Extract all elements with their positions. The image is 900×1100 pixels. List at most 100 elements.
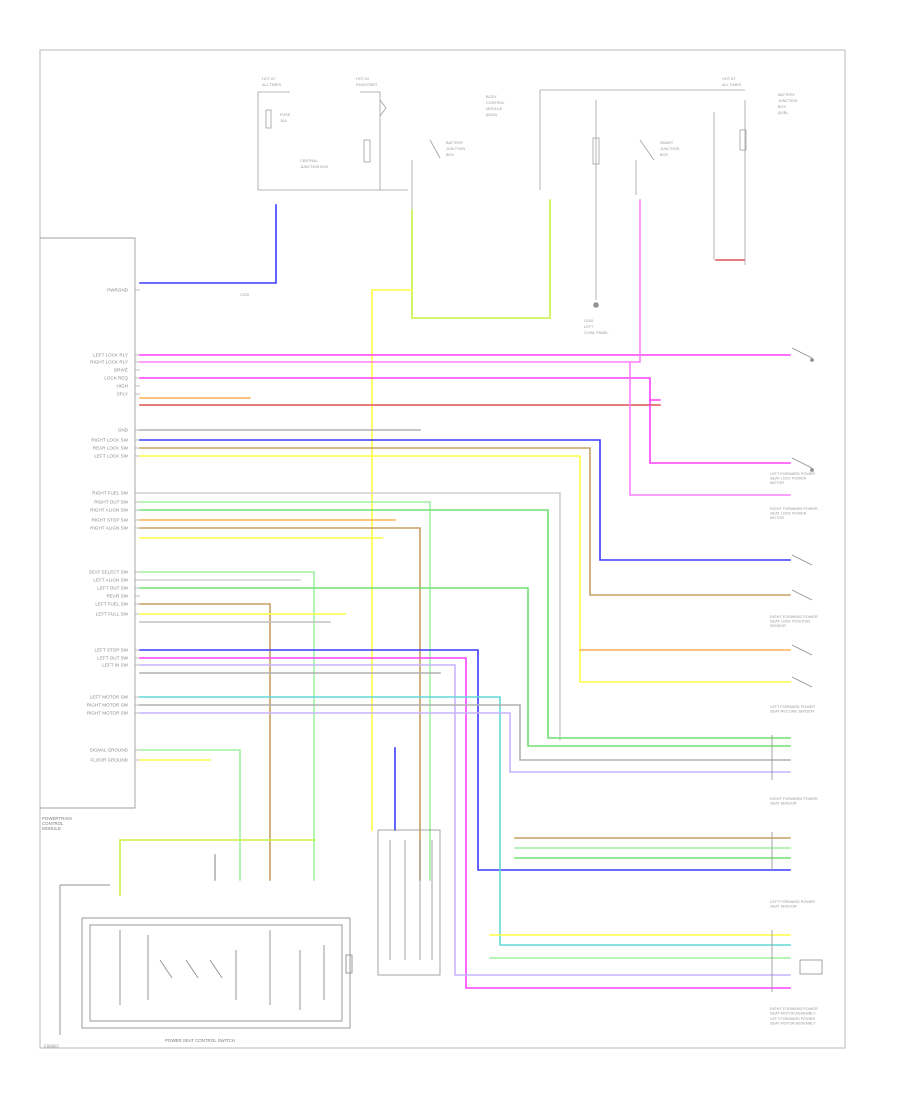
wire-blue-2 bbox=[139, 439, 791, 561]
wire-magenta-4 bbox=[139, 657, 791, 989]
pcm-pin-label: LEFT MOTOR SW bbox=[90, 695, 129, 700]
wire-light-green-1 bbox=[139, 501, 431, 881]
pcm-pin-label: LEFT IN SW bbox=[102, 663, 128, 668]
pcm-pin-label: RIGHT ALIGN SW bbox=[90, 508, 128, 513]
power-seat-control-switch bbox=[59, 884, 353, 1035]
svg-text:BATTERY: BATTERY bbox=[778, 93, 796, 97]
svg-text:JUNCTION: JUNCTION bbox=[660, 147, 679, 151]
svg-text:COWL PANEL: COWL PANEL bbox=[584, 331, 608, 335]
svg-text:ALL TIMES: ALL TIMES bbox=[722, 83, 742, 87]
wire-green-1 bbox=[139, 509, 791, 739]
pcm-pin-label: LOCK REQ bbox=[104, 376, 128, 381]
svg-text:JUNCTION: JUNCTION bbox=[778, 99, 797, 103]
wire-magenta-2 bbox=[139, 377, 661, 401]
wire-blue-ground bbox=[139, 204, 277, 284]
pcm-pin-label: LEFT OUT SW bbox=[97, 656, 128, 661]
svg-text:C220: C220 bbox=[240, 293, 249, 297]
pcm-pin-label: GND bbox=[118, 428, 129, 433]
pcm-pin-label: DRIVE bbox=[114, 368, 128, 373]
pcm-pin-label: RIGHT MOTOR SW bbox=[87, 711, 129, 716]
svg-text:HOT AT: HOT AT bbox=[722, 77, 736, 81]
corner-code: E00001 bbox=[44, 1044, 60, 1049]
pcm-pin-labels: PWRGND LEFT LOCK RLY RIGHT LOCK RLY DRIVE LO… bbox=[87, 288, 140, 763]
wire-tan-2 bbox=[139, 527, 421, 881]
svg-text:MODULE: MODULE bbox=[486, 107, 503, 111]
svg-text:BOX: BOX bbox=[660, 153, 668, 157]
svg-text:JUNCTION BOX: JUNCTION BOX bbox=[300, 165, 329, 169]
wire-gray-2 bbox=[139, 492, 561, 741]
wire-tan-1 bbox=[139, 447, 791, 596]
wire-yellow-green-2 bbox=[119, 839, 316, 896]
pcm-pin-label: REAR LOCK SW bbox=[93, 446, 129, 451]
wire-pink-1 bbox=[139, 199, 641, 363]
svg-text:G200: G200 bbox=[584, 319, 593, 323]
wires bbox=[119, 199, 791, 989]
pcm-pin-label: LEFT STOP SW bbox=[95, 648, 129, 653]
pcm-pin-label: LEFT LOCK RLY bbox=[93, 353, 128, 358]
pcm-pin-label: RIGHT ALIGN SW bbox=[90, 526, 128, 531]
svg-text:BOX: BOX bbox=[446, 153, 454, 157]
svg-text:LEFT: LEFT bbox=[584, 325, 594, 329]
seat-memory-connector bbox=[377, 829, 441, 976]
wire-lavender-2 bbox=[139, 712, 791, 773]
wire-yellow-4 bbox=[139, 455, 791, 683]
pcm-pin-label: FLOOR GROUND bbox=[90, 758, 128, 763]
svg-text:BATTERY: BATTERY bbox=[446, 141, 464, 145]
svg-text:FUSE: FUSE bbox=[280, 113, 291, 117]
pcm-pin-label: RIGHT OUT SW bbox=[94, 500, 128, 505]
svg-text:RUN/START: RUN/START bbox=[356, 83, 378, 87]
pcm-pin-label: SEAT SELECT SW bbox=[89, 570, 129, 575]
pcm-pin-label: LEFT OUT SW bbox=[97, 586, 128, 591]
diagram-border bbox=[39, 49, 846, 1049]
wire-gray-6 bbox=[139, 704, 791, 761]
switch-title: POWER SEAT CONTROL SWITCH bbox=[165, 1038, 235, 1043]
svg-text:ALL TIMES: ALL TIMES bbox=[262, 83, 282, 87]
wire-green-2 bbox=[139, 571, 315, 881]
pcm-pin-label: RIGHT LOCK SW bbox=[91, 438, 128, 443]
svg-text:JUNCTION: JUNCTION bbox=[446, 147, 465, 151]
pcm-pin-label: LEFT LOCK SW bbox=[94, 454, 128, 459]
pcm-pin-label: RIGHT STOP SW bbox=[91, 518, 128, 523]
svg-text:BOX: BOX bbox=[778, 105, 786, 109]
right-components bbox=[771, 347, 823, 992]
svg-text:(BCM): (BCM) bbox=[486, 113, 498, 117]
pcm-pin-label: LEFT FULL SW bbox=[96, 612, 129, 617]
pcm-pin-label: LEFT ALIGN SW bbox=[93, 578, 128, 583]
pcm-pin-label: RIGHT MOTOR SW bbox=[87, 703, 129, 708]
pcm-pin-label: LEFT FUEL SW bbox=[95, 602, 128, 607]
wire-lavender-1 bbox=[139, 664, 791, 976]
wire-green-3 bbox=[139, 587, 791, 747]
wire-tan-3 bbox=[139, 603, 271, 881]
pcm-pin-label: HIGH bbox=[117, 384, 128, 389]
pcm-pin-label: RIGHT FUEL SW bbox=[92, 491, 128, 496]
svg-text:HOT AT: HOT AT bbox=[262, 77, 276, 81]
svg-text:BODY: BODY bbox=[486, 95, 497, 99]
pcm-pin-label: SPLY bbox=[117, 392, 128, 397]
wire-magenta-3 bbox=[649, 399, 791, 464]
pcm-pin-label: RIGHT LOCK RLY bbox=[90, 360, 128, 365]
svg-text:CENTRAL: CENTRAL bbox=[300, 159, 318, 163]
svg-text:(BJB): (BJB) bbox=[778, 111, 788, 115]
wire-green-4 bbox=[139, 749, 241, 881]
pcm-pin-label: PWRGND bbox=[107, 288, 129, 293]
pcm-pin-label: REAR SW bbox=[107, 594, 129, 599]
svg-text:SMART: SMART bbox=[660, 141, 674, 145]
power-distribution-top bbox=[257, 89, 747, 308]
wire-blue-3 bbox=[139, 649, 791, 871]
wire-yellow-green-1 bbox=[411, 199, 551, 319]
svg-text:CONTROL: CONTROL bbox=[486, 101, 505, 105]
